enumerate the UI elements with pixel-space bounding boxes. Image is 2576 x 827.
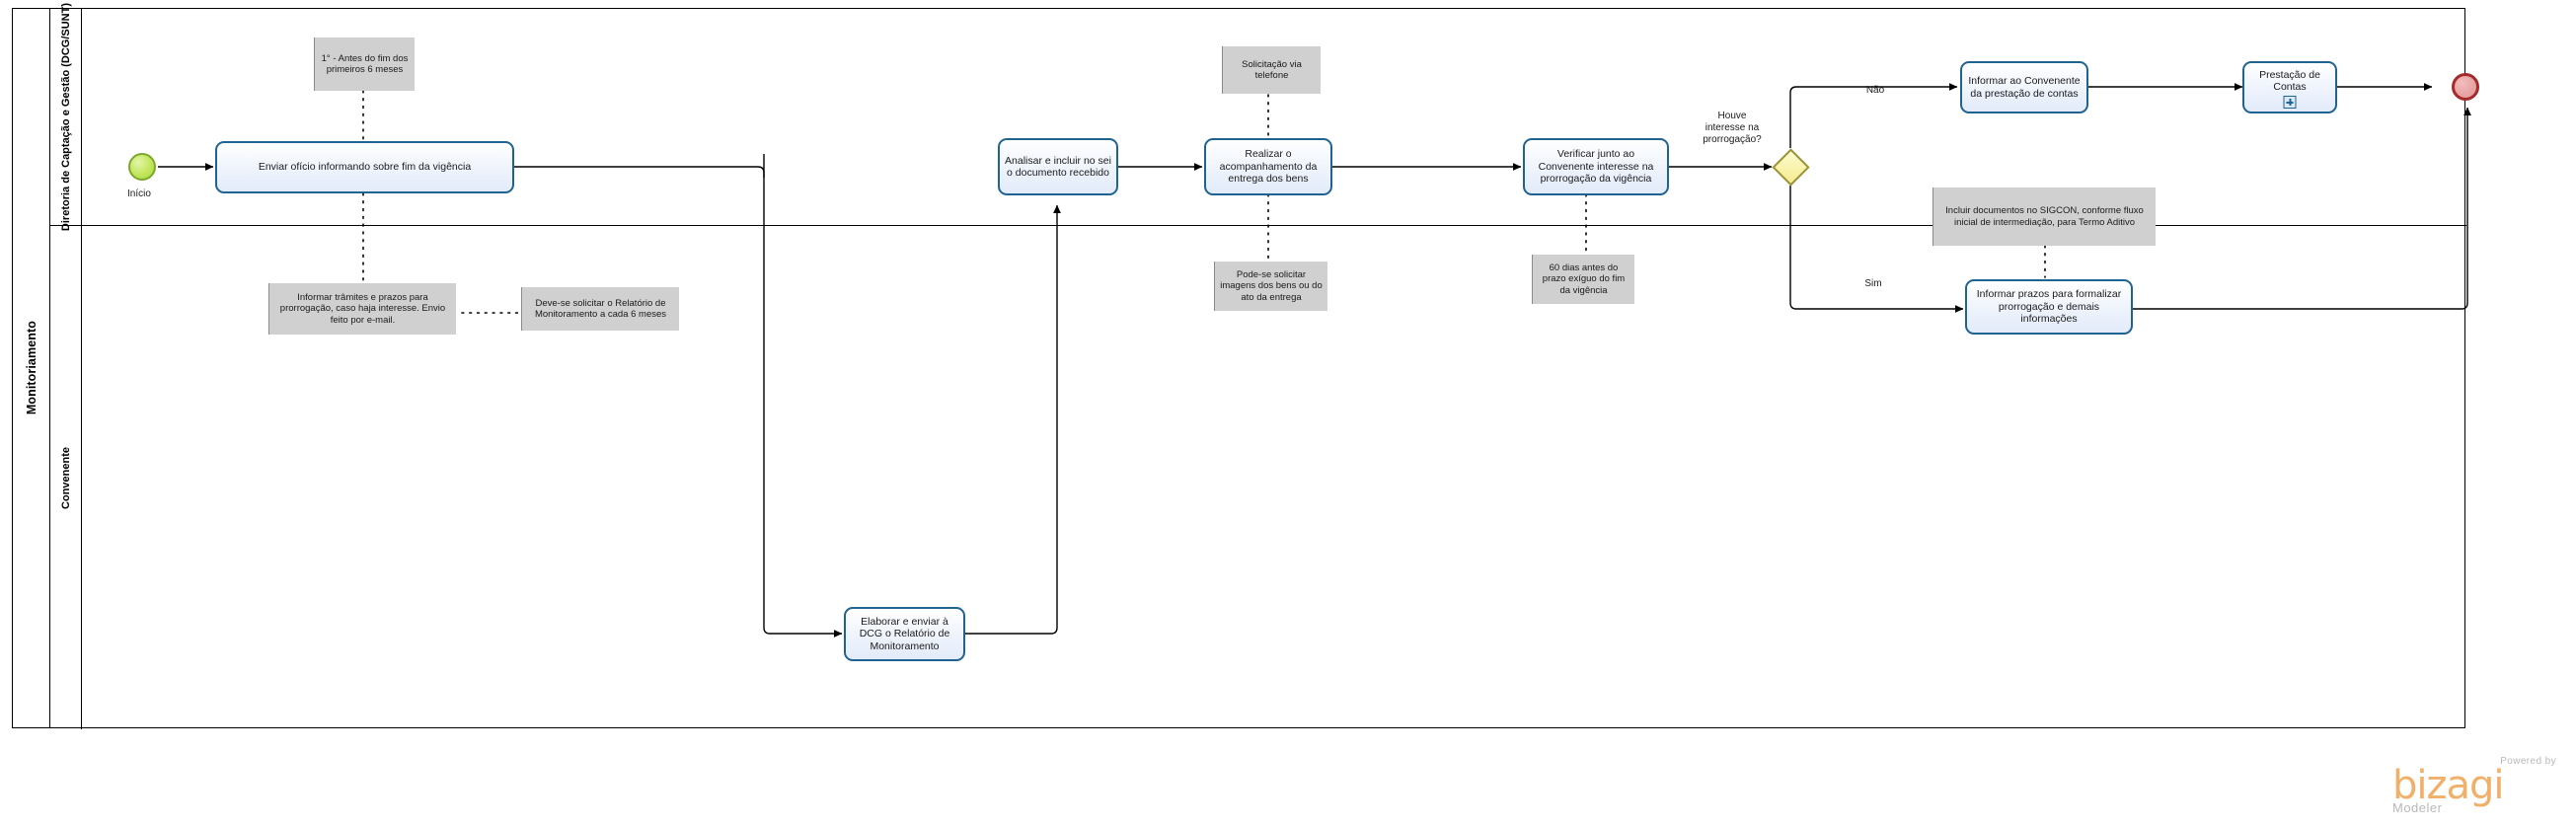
bizagi-edition-label: Modeler <box>2392 800 2443 815</box>
pool-title: Monitoriamento <box>13 9 50 727</box>
annotation-solicitacao-telefone-text: Solicitação via telefone <box>1242 58 1302 82</box>
lane-dcg-sunt: Diretoria de Captação e Gestão (DCG/SUNT… <box>50 3 2466 231</box>
task-verificar-interesse-label: Verificar junto ao Convenente interesse … <box>1538 148 1654 186</box>
lane-title-dcg-label: Diretoria de Captação e Gestão (DCG/SUNT… <box>59 2 72 232</box>
bizagi-logo-wordmark: bizagi <box>2392 763 2505 808</box>
task-analisar-incluir-sei-label: Analisar e incluir no sei o documento re… <box>1005 154 1111 180</box>
annotation-informar-tramites: Informar trâmites e prazos para prorroga… <box>268 283 456 335</box>
task-informar-prestacao-contas[interactable]: Informar ao Convenente da prestação de c… <box>1960 61 2088 113</box>
annotation-sigcon-termo-aditivo-text: Incluir documentos no SIGCON, conforme f… <box>1945 205 2144 228</box>
task-enviar-oficio-label: Enviar ofício informando sobre fim da vi… <box>258 161 472 174</box>
powered-by-label: Powered by <box>2500 756 2556 767</box>
bizagi-branding: Powered by bizagi Modeler <box>2371 756 2558 817</box>
task-realizar-acompanhamento-label: Realizar o acompanhamento da entrega dos… <box>1219 148 1318 186</box>
annotation-antes-fim-6-meses: 1° - Antes do fim dos primeiros 6 meses <box>314 38 415 91</box>
annotation-relatorio-6-meses: Deve-se solicitar o Relatório de Monitor… <box>521 287 679 331</box>
subprocess-prestacao-de-contas-label: Prestação de Contas <box>2259 68 2320 94</box>
annotation-imagens-bens-text: Pode-se solicitar imagens dos bens ou do… <box>1220 268 1323 303</box>
annotation-antes-fim-6-meses-text: 1° - Antes do fim dos primeiros 6 meses <box>321 52 409 76</box>
annotation-relatorio-6-meses-text: Deve-se solicitar o Relatório de Monitor… <box>534 297 667 321</box>
lane-convenente: Convenente <box>50 226 2466 729</box>
task-elaborar-enviar-relatorio-label: Elaborar e enviar à DCG o Relatório de M… <box>859 615 950 652</box>
subprocess-prestacao-de-contas[interactable]: Prestação de Contas <box>2242 61 2337 113</box>
task-informar-prazos-prorrogacao[interactable]: Informar prazos para formalizar prorroga… <box>1965 279 2133 335</box>
flow-label-nao: Não <box>1865 85 1885 96</box>
gateway-diamond <box>1771 147 1810 187</box>
lane-title-dcg: Diretoria de Captação e Gestão (DCG/SUNT… <box>50 3 82 231</box>
task-analisar-incluir-sei[interactable]: Analisar e incluir no sei o documento re… <box>998 138 1118 195</box>
pool-title-label: Monitoriamento <box>24 321 38 415</box>
task-verificar-interesse[interactable]: Verificar junto ao Convenente interesse … <box>1523 138 1669 195</box>
task-informar-prazos-prorrogacao-label: Informar prazos para formalizar prorroga… <box>1976 288 2122 326</box>
annotation-60-dias-antes-text: 60 dias antes do prazo exíguo do fim da … <box>1542 262 1626 296</box>
subprocess-expand-plus-icon[interactable] <box>2283 96 2297 109</box>
annotation-informar-tramites-text: Informar trâmites e prazos para prorroga… <box>279 291 446 326</box>
annotation-imagens-bens: Pode-se solicitar imagens dos bens ou do… <box>1214 262 1327 311</box>
task-informar-prestacao-contas-label: Informar ao Convenente da prestação de c… <box>1968 75 2081 100</box>
flow-label-sim: Sim <box>1864 278 1882 289</box>
annotation-solicitacao-telefone: Solicitação via telefone <box>1222 46 1321 94</box>
annotation-60-dias-antes: 60 dias antes do prazo exíguo do fim da … <box>1532 255 1634 304</box>
pool-monitoriamento: Monitoriamento Diretoria de Captação e G… <box>12 3 2466 729</box>
lane-title-convenente-label: Convenente <box>59 446 72 509</box>
lane-title-convenente: Convenente <box>50 226 82 729</box>
annotation-sigcon-termo-aditivo: Incluir documentos no SIGCON, conforme f… <box>1932 188 2156 246</box>
task-elaborar-enviar-relatorio[interactable]: Elaborar e enviar à DCG o Relatório de M… <box>844 607 965 661</box>
gateway-houve-interesse[interactable] <box>1771 147 1810 187</box>
task-enviar-oficio[interactable]: Enviar ofício informando sobre fim da vi… <box>215 141 514 193</box>
gateway-label: Houve interesse na prorrogação? <box>1703 111 1762 145</box>
task-realizar-acompanhamento[interactable]: Realizar o acompanhamento da entrega dos… <box>1204 138 1332 195</box>
end-event[interactable] <box>2452 73 2479 101</box>
start-event-label: Início <box>127 188 151 199</box>
start-event[interactable] <box>128 153 156 181</box>
